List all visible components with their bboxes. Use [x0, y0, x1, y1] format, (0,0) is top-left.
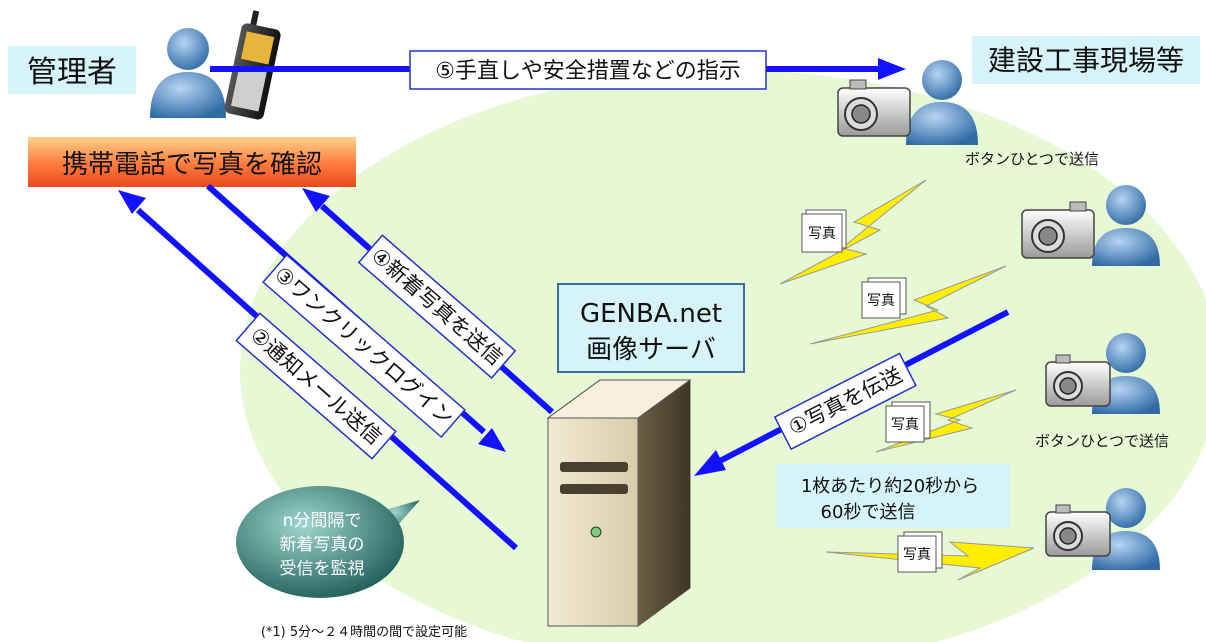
site-person-1-icon [906, 60, 978, 145]
server-label-line2: 画像サーバ [586, 335, 716, 365]
monitor-line3: 受信を監視 [280, 559, 365, 579]
step5-label: ⑤手直しや安全措置などの指示 [435, 59, 741, 84]
site-person-2-icon [1092, 185, 1160, 266]
photo-tag-1: 写真 [808, 226, 836, 242]
monitor-line2: 新着写真の [280, 535, 365, 555]
site-label-box [972, 36, 1200, 84]
photo-tag-4: 写真 [903, 547, 931, 563]
send-time-line2: 60秒で送信 [821, 502, 916, 523]
send-time-line1: 1枚あたり約20秒から [801, 476, 979, 497]
monitor-bubble [236, 486, 420, 598]
server-icon [546, 379, 692, 627]
send-time-box [776, 464, 1010, 528]
manager-label-box [8, 46, 136, 94]
manager-person-icon [150, 28, 226, 118]
photo-transmit-2: 写真 [809, 265, 1007, 345]
photo-tag-2: 写真 [867, 293, 895, 309]
one-button-label-mid: ボタンひとつで送信 [1035, 432, 1169, 450]
photo-tag-3: 写真 [891, 417, 919, 433]
server-label-box [557, 283, 745, 373]
manager-label: 管理者 [27, 55, 117, 90]
footnote: (*1) 5分～２４時間の間で設定可能 [261, 624, 467, 640]
camera-1-icon [837, 79, 911, 137]
camera-4-icon [1045, 504, 1111, 557]
camera-3-icon [1045, 354, 1111, 407]
photo-transmit-4: 写真 [825, 531, 1035, 581]
monitor-line1: n分間隔で [283, 511, 362, 531]
photo-transmit-3: 写真 [875, 389, 1017, 453]
step5-label-box [409, 50, 767, 90]
mobile-phone-icon [224, 10, 281, 120]
phone-check-label: 携帯電話で写真を確認 [62, 150, 322, 180]
one-button-label-top: ボタンひとつで送信 [965, 150, 1099, 168]
photo-transmit-1: 写真 [779, 179, 927, 285]
site-label: 建設工事現場等 [988, 44, 1184, 77]
server-label-line1: GENBA.net [580, 299, 722, 329]
phone-check-box [28, 137, 356, 187]
camera-2-icon [1021, 201, 1095, 259]
